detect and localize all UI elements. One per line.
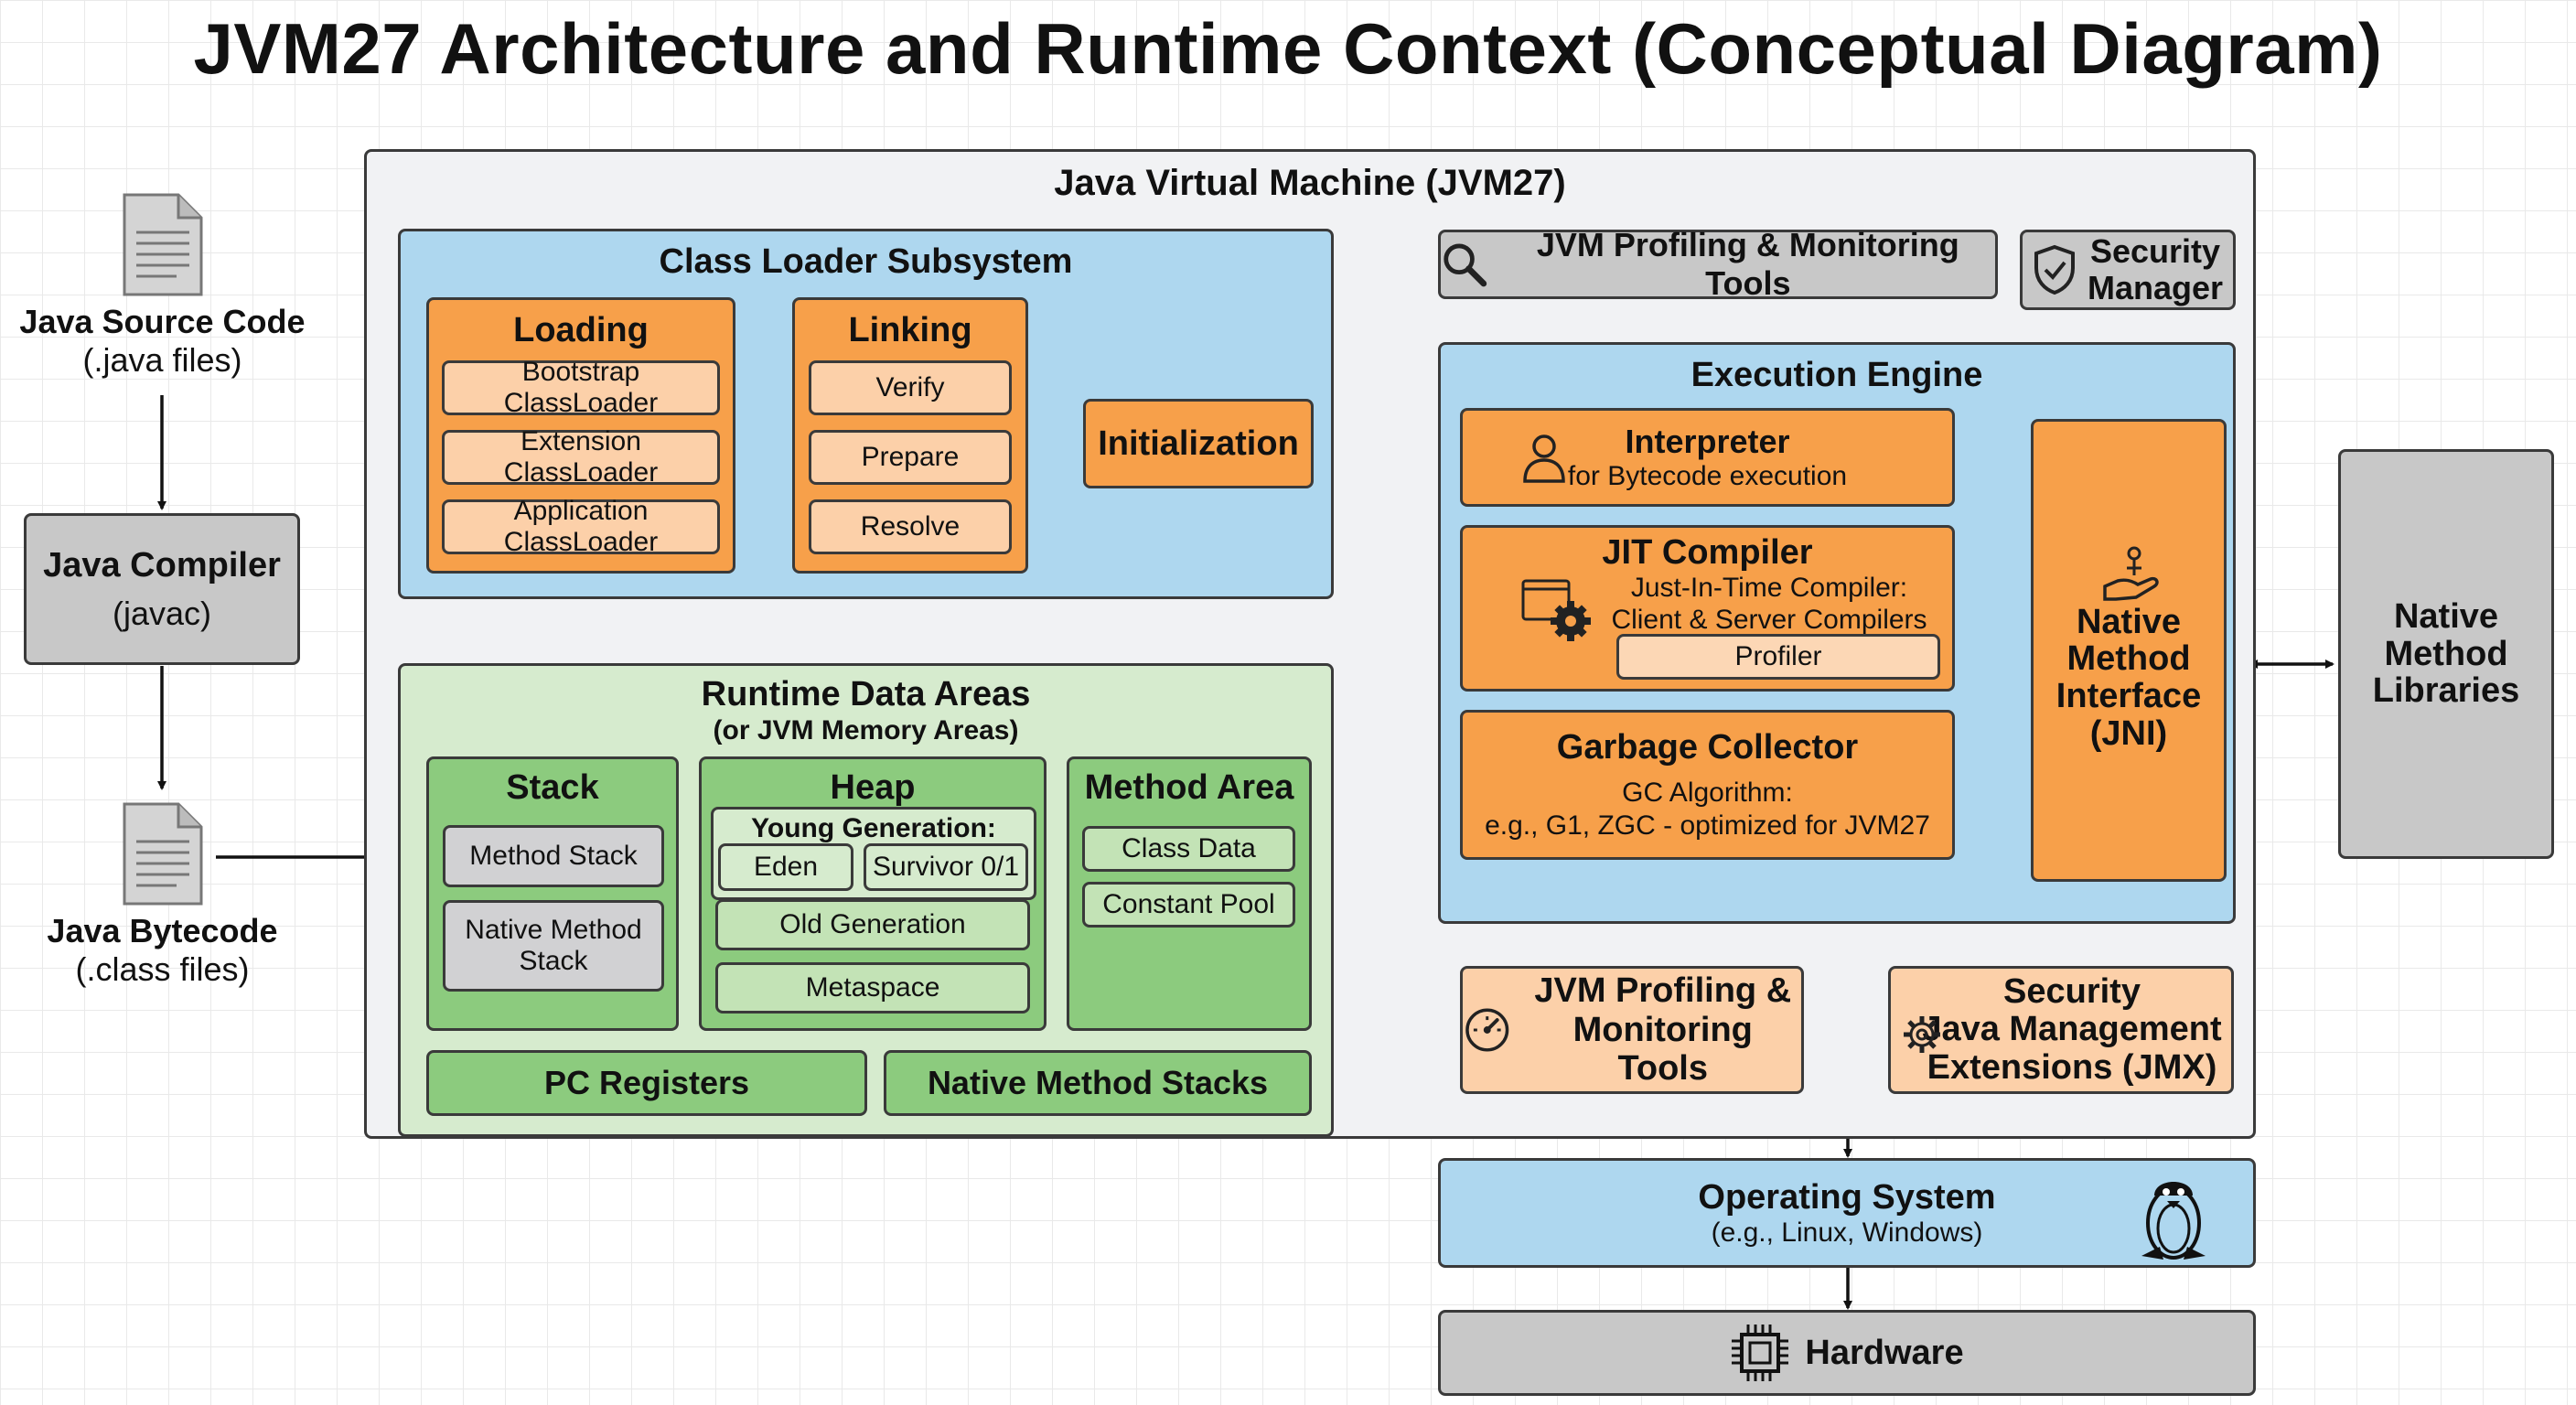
jvm-title: Java Virtual Machine (JVM27) <box>1054 163 1566 203</box>
java-source-code: Java Source Code (.java files) <box>18 192 306 380</box>
native-method-stack: Native Method Stack <box>443 900 664 992</box>
old-generation: Old Generation <box>715 899 1030 950</box>
profiler-box: Profiler <box>1616 634 1940 680</box>
penguin-icon <box>2141 1182 2206 1260</box>
cog-icon <box>1904 1016 1940 1053</box>
jit-sub: Just-In-Time Compiler: Client & Server C… <box>1611 573 1927 636</box>
application-classloader: Application ClassLoader <box>442 496 720 557</box>
java-compiler: Java Compiler (javac) <box>24 513 300 665</box>
resolve-step: Resolve <box>809 499 1012 554</box>
interpreter-box: Interpreter for Bytecode execution <box>1460 408 1955 507</box>
extension-classloader: Extension ClassLoader <box>442 426 720 488</box>
class-data: Class Data <box>1082 826 1295 872</box>
source-title: Java Source Code <box>19 303 306 340</box>
eden-space: Eden <box>718 843 853 891</box>
source-sub: (.java files) <box>82 341 242 379</box>
operating-system: Operating System (e.g., Linux, Windows) <box>1438 1158 2256 1268</box>
bytecode-sub: (.class files) <box>75 950 250 988</box>
method-area-title: Method Area <box>1084 768 1294 807</box>
compiler-sub: (javac) <box>112 594 212 632</box>
page-title: JVM27 Architecture and Runtime Context (… <box>193 8 2383 89</box>
pc-registers: PC Registers <box>426 1050 867 1116</box>
stack-title: Stack <box>506 768 599 807</box>
document-icon <box>123 802 202 906</box>
constant-pool: Constant Pool <box>1082 882 1295 928</box>
runtime-title: Runtime Data Areas <box>701 675 1031 713</box>
metaspace: Metaspace <box>715 962 1030 1014</box>
method-stack: Method Stack <box>443 825 664 887</box>
native-method-libraries: Native Method Libraries <box>2338 449 2554 859</box>
survivor-space: Survivor 0/1 <box>864 843 1028 891</box>
shield-icon <box>2034 244 2075 295</box>
security-manager: Security Manager <box>2020 230 2236 310</box>
gear-window-icon <box>1521 579 1591 641</box>
execution-engine-title: Execution Engine <box>1690 356 1983 394</box>
compiler-title: Java Compiler <box>43 545 281 585</box>
native-method-stacks: Native Method Stacks <box>884 1050 1312 1116</box>
hardware: Hardware <box>1438 1310 2256 1396</box>
prepare-step: Prepare <box>809 430 1012 485</box>
security-jmx: Security Java Management Extensions (JMX… <box>1888 966 2234 1094</box>
runtime-subtitle: (or JVM Memory Areas) <box>713 715 1019 745</box>
hand-icon <box>2103 546 2159 601</box>
jit-title: JIT Compiler <box>1602 533 1813 572</box>
java-bytecode: Java Bytecode (.class files) <box>18 801 306 989</box>
person-icon <box>1523 434 1565 483</box>
verify-step: Verify <box>809 360 1012 415</box>
garbage-collector-box: Garbage Collector GC Algorithm: e.g., G1… <box>1460 710 1955 860</box>
magnifier-icon <box>1444 243 1487 287</box>
native-method-interface: Native Method Interface (JNI) <box>2031 419 2227 882</box>
chip-icon <box>1732 1325 1789 1381</box>
document-icon <box>123 193 202 296</box>
bytecode-title: Java Bytecode <box>47 912 278 949</box>
heap-title: Heap <box>830 768 916 807</box>
loading-title: Loading <box>513 311 649 349</box>
initialization-box: Initialization <box>1083 399 1314 488</box>
jvm-profiling-tools-bottom: JVM Profiling & Monitoring Tools <box>1460 966 1804 1094</box>
bootstrap-classloader: Bootstrap ClassLoader <box>442 357 720 418</box>
class-loader-title: Class Loader Subsystem <box>659 242 1073 281</box>
gauge-icon <box>1465 1008 1509 1052</box>
linking-title: Linking <box>848 311 972 349</box>
jvm-profiling-tools-top: JVM Profiling & Monitoring Tools <box>1438 226 1998 302</box>
